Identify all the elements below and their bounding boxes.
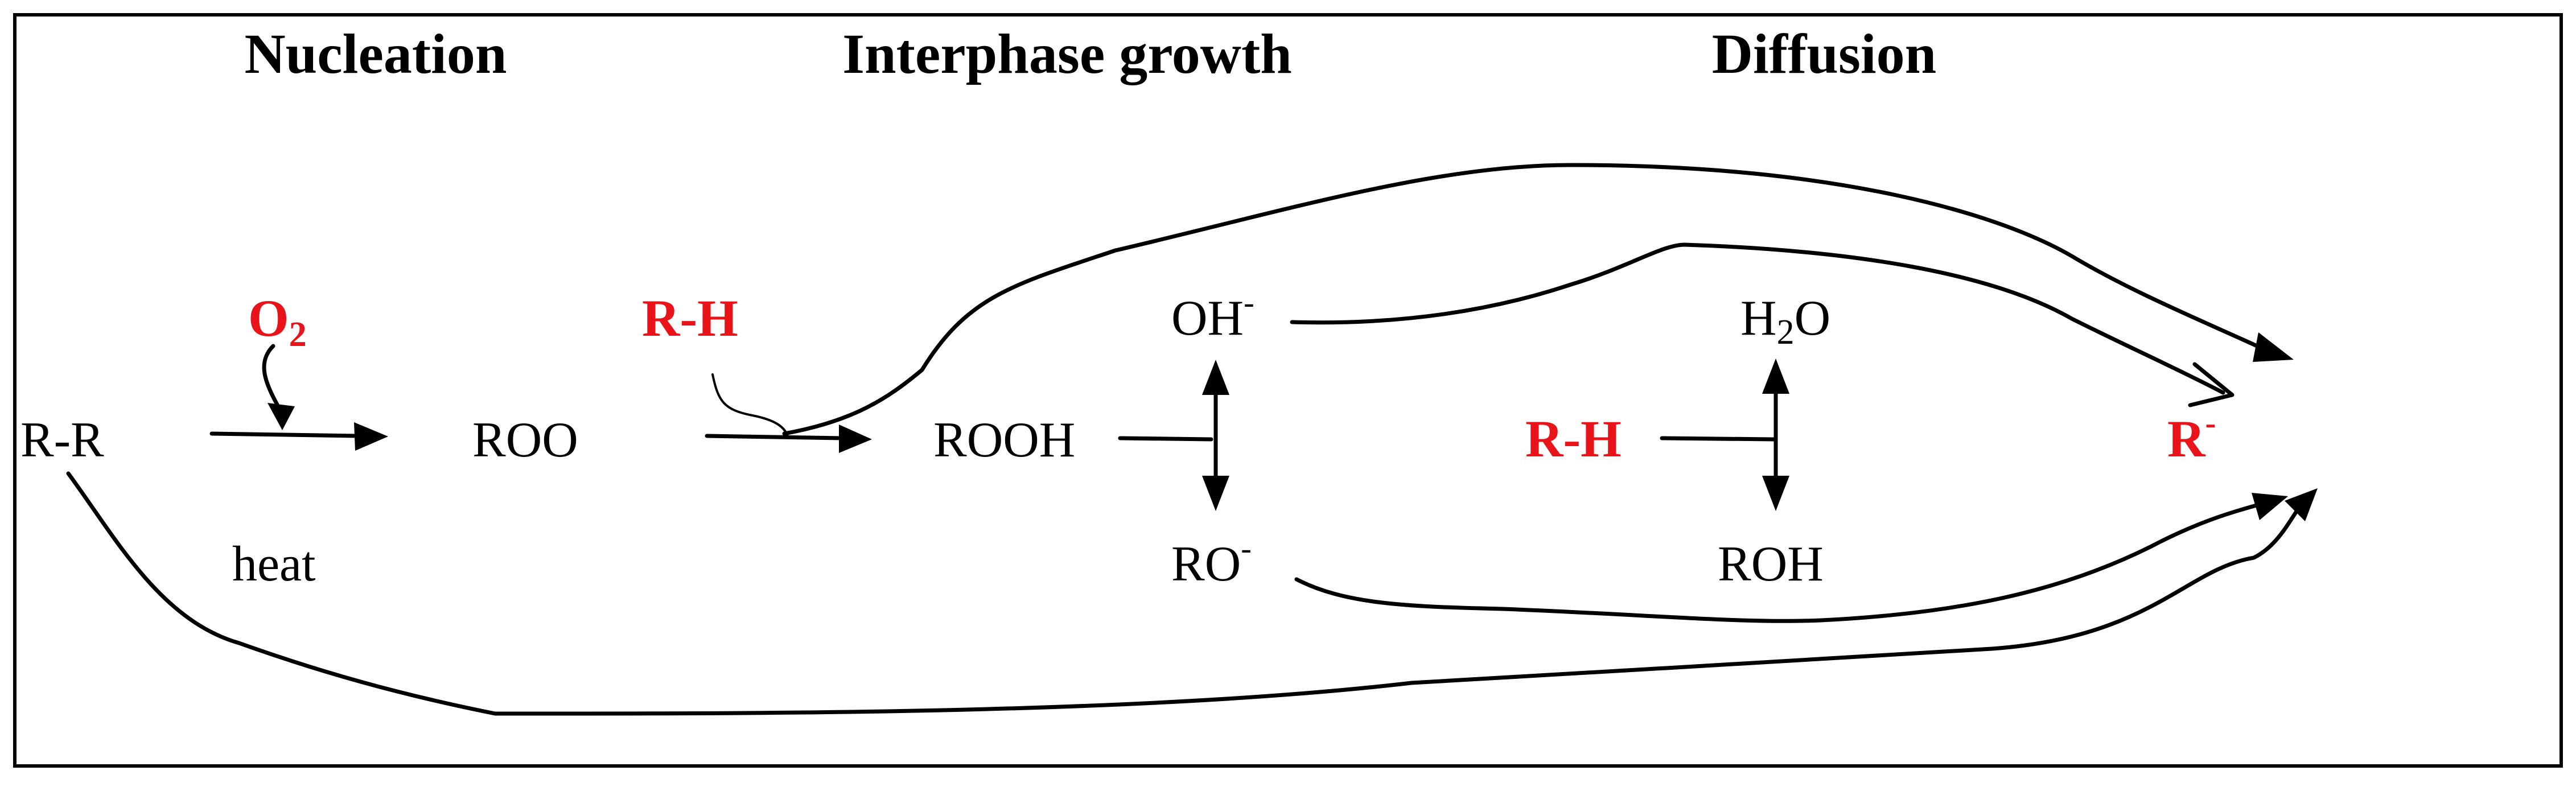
- label-heat: heat: [232, 537, 316, 592]
- species-h2o: H2O: [1740, 291, 1830, 352]
- species-r-h-first: R-H: [642, 289, 738, 347]
- diagram-frame: [13, 13, 2563, 768]
- stage-heading-interphase-growth: Interphase growth: [842, 22, 1292, 85]
- species-r-radical: R-: [2167, 406, 2216, 468]
- species-rooh: ROOH: [933, 413, 1075, 468]
- species-r-h-second: R-H: [1525, 410, 1622, 468]
- arrow-rooh-split: [1118, 360, 1229, 511]
- species-oh-anion: OH-: [1171, 285, 1254, 346]
- stage-heading-nucleation: Nucleation: [244, 22, 507, 85]
- arrow-rr-to-roo: [209, 422, 388, 451]
- arrow-curve-bottom-outer: [66, 471, 2318, 716]
- line-rh-input: [711, 373, 789, 437]
- arrow-curve-top-inner: [1290, 242, 2235, 407]
- arrow-rh-split: [1660, 359, 1789, 511]
- arrow-o2-input: [262, 344, 295, 430]
- stage-heading-diffusion: Diffusion: [1712, 22, 1937, 85]
- arrow-roo-to-rooh: [705, 425, 872, 453]
- species-roo: ROO: [472, 413, 578, 468]
- species-r-r: R-R: [20, 413, 104, 468]
- species-ro-anion: RO-: [1171, 531, 1252, 592]
- arrow-curve-bottom-inner: [1294, 493, 2288, 623]
- species-roh: ROH: [1718, 537, 1824, 592]
- arrow-curve-top-outer: [782, 163, 2294, 436]
- species-o2: O2: [248, 289, 307, 354]
